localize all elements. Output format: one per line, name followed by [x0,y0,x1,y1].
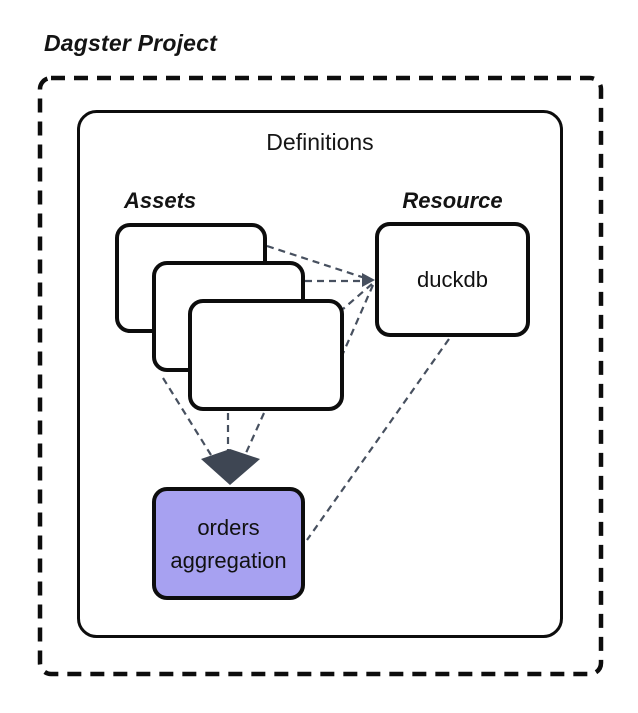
diagram-title: Dagster Project [44,30,218,56]
duckdb-resource-node: duckdb [375,222,530,337]
connector-asset3b-to-duckdb [339,284,375,359]
orders-arrowhead-icon [201,449,260,485]
orders-aggregation-node: orders aggregation [152,487,305,600]
duckdb-node-label: duckdb [417,266,488,292]
orders-aggregation-label: orders aggregation [170,514,287,573]
connector-asset1-to-orders [162,377,212,456]
connector-duckdb-to-orders [306,338,450,541]
resource-label: Resource [402,188,503,213]
connector-asset1-to-duckdb [266,244,372,282]
duckdb-arrowhead-icon [362,273,375,287]
connector-asset3-to-duckdb [342,283,373,310]
connector-asset3-to-orders [244,412,266,454]
assets-label: Assets [124,188,197,213]
asset-card-front [188,299,344,411]
connector-lines [162,244,450,541]
dagster-project-boundary [37,75,604,677]
definitions-label: Definitions [266,129,374,155]
